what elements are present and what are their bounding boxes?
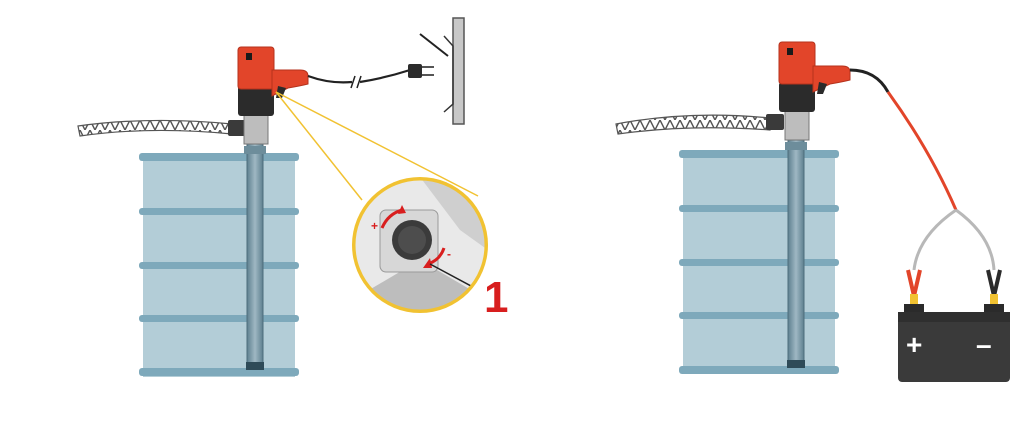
callout-magnifier: + - xyxy=(352,177,488,313)
left-drum xyxy=(139,153,299,377)
negative-clamp-icon xyxy=(986,269,1002,304)
callout-label: 1 xyxy=(484,273,508,322)
callout-lines xyxy=(275,91,479,201)
wall-socket xyxy=(419,17,465,125)
positive-clamp-icon xyxy=(906,269,922,304)
right-pump-tube xyxy=(785,137,807,368)
right-pump-motor xyxy=(778,41,851,141)
callout-minus-sign: - xyxy=(447,247,451,261)
left-pump-tube xyxy=(244,141,266,370)
battery-plus-label: + xyxy=(906,329,922,360)
callout-plus-sign: + xyxy=(371,219,378,233)
left-pump-motor xyxy=(237,46,309,145)
plug-icon xyxy=(408,64,422,78)
right-outlet-hose xyxy=(615,114,784,135)
right-drum xyxy=(679,150,839,374)
mains-power-cable xyxy=(307,64,434,89)
left-outlet-hose xyxy=(77,119,246,137)
battery-minus-label: – xyxy=(976,329,992,360)
battery xyxy=(898,304,1010,382)
battery-cable xyxy=(849,68,996,271)
